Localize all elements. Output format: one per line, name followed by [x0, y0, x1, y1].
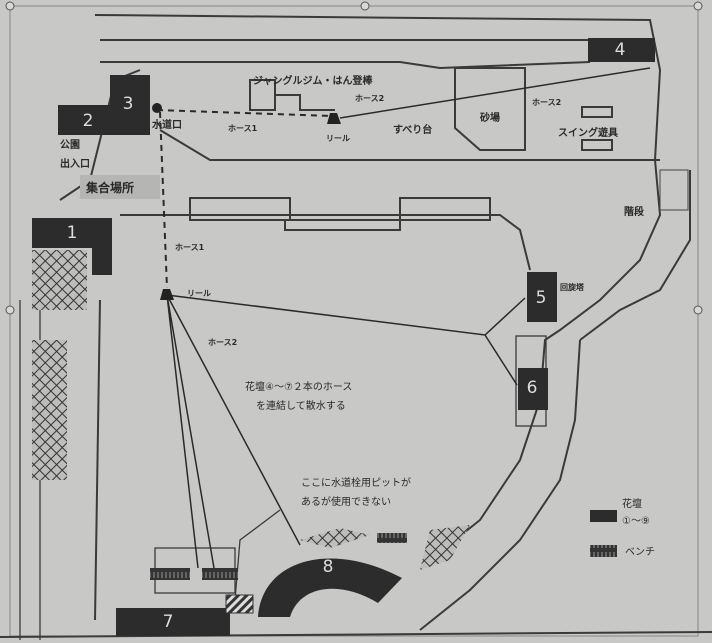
- svg-text:4: 4: [615, 40, 626, 60]
- bench: [377, 533, 407, 543]
- flower-bed-8: 8: [258, 557, 402, 617]
- hose-1-left: [159, 111, 168, 289]
- hose-2-to-beds-7-8: [166, 294, 301, 569]
- svg-text:7: 7: [163, 612, 174, 632]
- label-slide: すべり台: [393, 123, 432, 136]
- label-jungle-gym: ジャングルジム・はん登棒: [253, 74, 373, 87]
- flower-bed-6: 6: [518, 368, 548, 410]
- jungle-gym-outline: [249, 79, 335, 111]
- net-area: [32, 250, 87, 310]
- stairs-icon: [659, 169, 689, 211]
- label-rotating-tower: 回旋塔: [560, 282, 585, 292]
- svg-text:5: 5: [536, 288, 547, 308]
- meeting-point-box: [80, 175, 160, 199]
- flower-bed-5: 5: [527, 272, 557, 322]
- label-water-tap: 水道口: [151, 118, 182, 131]
- resize-handle[interactable]: [693, 305, 703, 315]
- water-tap-icon: [152, 103, 162, 113]
- net-area: [32, 340, 67, 480]
- svg-text:3: 3: [123, 94, 134, 114]
- flower-bed-1: 1: [32, 218, 112, 275]
- legend-bench-swatch: [590, 545, 617, 557]
- label-meeting-point: 集合場所: [85, 180, 134, 195]
- label-hose-1: ホース1: [175, 243, 205, 252]
- flower-bed-4: 4: [588, 38, 655, 62]
- note-connect-hoses: 花壇④〜⑦２本のホース: [245, 380, 352, 393]
- label-swing: スイング遊具: [558, 126, 618, 139]
- label-hose-1: ホース1: [228, 124, 258, 133]
- svg-text:1: 1: [67, 223, 78, 243]
- svg-text:2: 2: [83, 111, 94, 131]
- label-reel-top: リール: [326, 134, 350, 143]
- svg-text:6: 6: [527, 378, 538, 398]
- selection-frame: [5, 1, 703, 637]
- label-entrance: 出入口: [60, 157, 90, 170]
- note-pit-unusable: ここに水道栓用ピットが: [301, 476, 411, 489]
- flower-bed-3: 3: [110, 75, 150, 135]
- hoses: [156, 67, 651, 601]
- resize-handle[interactable]: [360, 1, 370, 11]
- bench: [150, 568, 190, 580]
- note-pit-unusable: あるが使用できない: [301, 495, 391, 508]
- resize-handle[interactable]: [5, 1, 15, 11]
- swing-frame: [581, 139, 613, 151]
- legend-bench-label: ベンチ: [625, 546, 655, 558]
- hose-2-to-beds-5-6: [166, 294, 526, 386]
- swing-frame: [581, 106, 613, 118]
- resize-handle[interactable]: [5, 305, 15, 315]
- label-park: 公園: [60, 139, 80, 151]
- reel-icon: [327, 113, 341, 124]
- reel-icon: [160, 289, 174, 300]
- bench: [202, 568, 238, 580]
- label-hose-2: ホース2: [208, 338, 237, 347]
- sandbox-outline: [454, 67, 526, 151]
- label-sandbox: 砂場: [479, 111, 500, 124]
- legend-flower-bed-range: ①〜⑨: [622, 516, 650, 527]
- net-area: [420, 525, 470, 570]
- label-hose-2: ホース2: [532, 98, 561, 107]
- note-connect-hoses: を連結して散水する: [256, 399, 346, 412]
- label-stairs: 階段: [624, 205, 644, 218]
- legend-flower-bed-label: 花壇: [622, 497, 642, 510]
- hose-2-top: [339, 67, 651, 119]
- svg-text:8: 8: [323, 557, 334, 577]
- legend: 花壇 ①〜⑨ ベンチ: [590, 497, 655, 558]
- legend-flower-bed-swatch: [590, 510, 617, 522]
- planter-box: [284, 219, 401, 231]
- planter-box: [189, 197, 291, 221]
- flower-bed-7: 7: [116, 608, 230, 636]
- net-area: [300, 528, 370, 548]
- label-hose-2: ホース2: [355, 94, 384, 103]
- hose-1-top: [156, 109, 334, 117]
- label-reel-mid: リール: [187, 289, 211, 298]
- resize-handle[interactable]: [693, 1, 703, 11]
- park-paths: [0, 14, 712, 640]
- planter-box: [399, 197, 491, 221]
- striped-marker: [225, 594, 254, 614]
